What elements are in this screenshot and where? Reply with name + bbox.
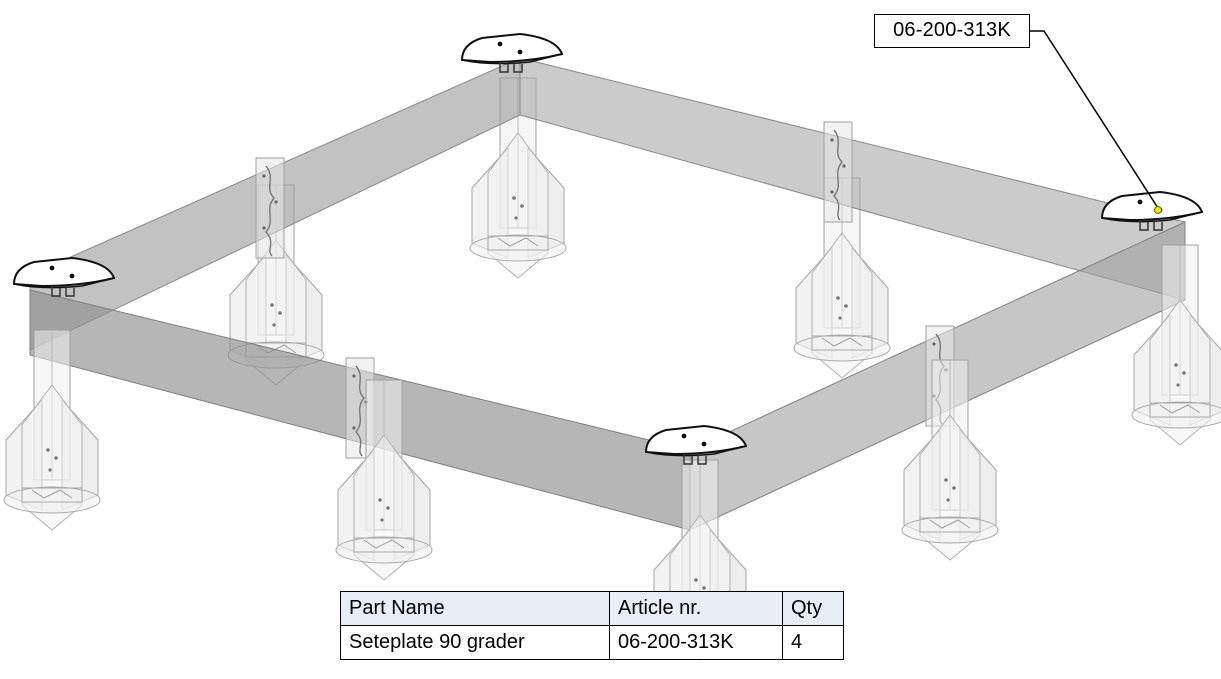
cell-part-name: Seteplate 90 grader bbox=[340, 625, 610, 660]
cell-qty: 4 bbox=[782, 625, 844, 660]
bill-of-materials-table: Part Name Article nr. Qty Seteplate 90 g… bbox=[340, 591, 844, 660]
table-row: Seteplate 90 grader 06-200-313K 4 bbox=[340, 625, 844, 660]
column-header-part-name: Part Name bbox=[340, 591, 610, 626]
part-callout-label: 06-200-313K bbox=[874, 14, 1030, 48]
column-header-article-nr: Article nr. bbox=[609, 591, 783, 626]
column-header-qty: Qty bbox=[782, 591, 844, 626]
table-header-row: Part Name Article nr. Qty bbox=[340, 591, 844, 626]
splice-back-right bbox=[823, 121, 853, 223]
cell-article-nr: 06-200-313K bbox=[609, 625, 783, 660]
callout-leader-line bbox=[1030, 30, 1159, 209]
callout-marker bbox=[1154, 206, 1162, 214]
splice-back-left bbox=[255, 157, 285, 259]
